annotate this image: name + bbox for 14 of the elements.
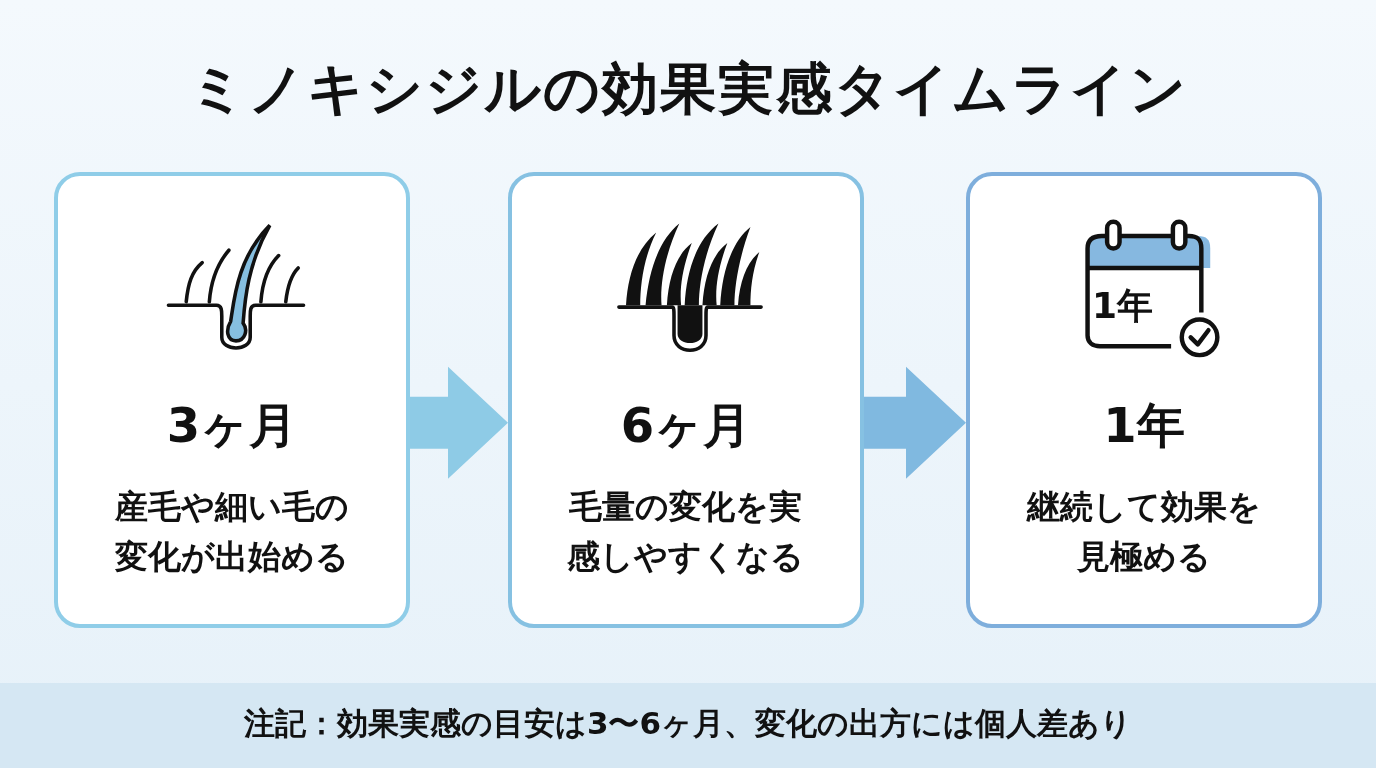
calendar-label: 1年 (1092, 284, 1154, 328)
timeline-card (54, 172, 410, 628)
period-heading: 6ヶ月 (619, 396, 753, 455)
description-text: 継続して効果を見極める (1025, 486, 1262, 578)
description-text: 産毛や細い毛の変化が出始める (114, 486, 350, 578)
description-text: 毛量の変化を実感しやすくなる (566, 486, 806, 578)
timeline-card (508, 172, 864, 628)
period-heading: 1年 (1102, 396, 1186, 455)
note-text: 注記：効果実感の目安は3〜6ヶ月、変化の出方には個人差あり (242, 704, 1134, 743)
block-arrow (410, 366, 508, 479)
period-heading: 3ヶ月 (165, 396, 299, 455)
block-arrow (864, 366, 966, 479)
timeline-card (966, 172, 1322, 628)
title: ミノキシジルの効果実感タイムライン (187, 55, 1189, 123)
